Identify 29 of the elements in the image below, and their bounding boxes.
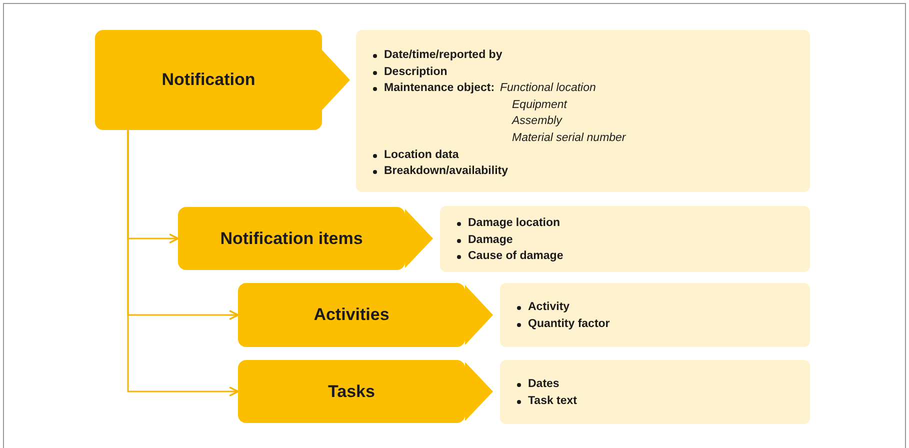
chevron-arrow: [405, 209, 433, 268]
box-title: Notification: [162, 70, 256, 90]
bullet-item: Activity: [528, 300, 570, 315]
box-title: Tasks: [328, 382, 375, 402]
bullet-item: Maintenance object:: [384, 81, 495, 96]
detail-panel: [500, 360, 810, 424]
bullet-item: Dates: [528, 377, 560, 392]
bullet-item: Task text: [528, 394, 578, 409]
connector-arrow: [127, 130, 239, 397]
bullet-item: Quantity factor: [528, 316, 610, 332]
bullet-item: Description: [384, 64, 448, 80]
chevron-arrow: [465, 362, 493, 421]
box-title: Activities: [314, 305, 390, 325]
bullet-item: Equipment: [512, 98, 567, 113]
bullet-item: Date/time/reported by: [384, 48, 502, 63]
bullet-item: Assembly: [512, 114, 562, 130]
bullet-item: Breakdown/availability: [384, 164, 508, 180]
chevron-arrow: [322, 50, 350, 110]
bullet-item: Cause of damage: [468, 249, 564, 264]
chevron-arrow: [465, 285, 493, 345]
bullet-item: Functional location: [500, 81, 596, 96]
detail-panel: [356, 30, 810, 192]
detail-panel: [500, 283, 810, 347]
bullet-item: Material serial number: [512, 131, 626, 146]
box-title: Notification items: [220, 228, 363, 248]
bullet-item: Location data: [384, 148, 459, 163]
bullet-item: Damage: [468, 232, 513, 248]
bullet-item: Damage location: [468, 216, 560, 231]
detail-panel: [440, 206, 810, 272]
